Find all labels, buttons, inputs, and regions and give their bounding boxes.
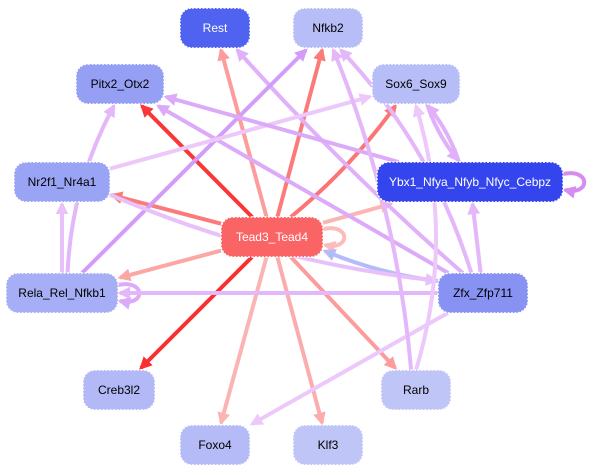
node-rarb[interactable]: Rarb xyxy=(380,369,452,411)
edge-zfx-zfp711-to-nfkb2 xyxy=(339,48,474,274)
node-label: Klf3 xyxy=(318,438,339,452)
node-klf3[interactable]: Klf3 xyxy=(292,424,364,466)
node-label: Ybx1_Nfya_Nfyb_Nfyc_Cebpz xyxy=(389,175,551,189)
node-box[interactable] xyxy=(292,424,364,466)
node-box[interactable] xyxy=(82,369,156,411)
node-box[interactable] xyxy=(5,272,119,314)
node-label: Nfkb2 xyxy=(312,21,344,35)
node-nfkb2[interactable]: Nfkb2 xyxy=(292,7,364,49)
node-box[interactable] xyxy=(371,63,461,105)
node-label: Pitx2_Otx2 xyxy=(91,77,150,91)
edge-ybx1-nfya-nfyb-nfyc-cebpz-to-ybx1-nfya-nfyb-nfyc-cebpz xyxy=(562,171,587,199)
node-box[interactable] xyxy=(179,7,251,49)
edge-ybx1-nfya-nfyb-nfyc-cebpz-to-pitx2-otx2 xyxy=(163,93,400,164)
edge-tead3-tead4-to-ybx1-nfya-nfyb-nfyc-cebpz xyxy=(322,200,394,225)
node-sox6-sox9[interactable]: Sox6_Sox9 xyxy=(371,63,461,105)
node-ybx1-nfya-nfyb-nfyc-cebpz[interactable]: Ybx1_Nfya_Nfyb_Nfyc_Cebpz xyxy=(376,161,564,203)
edge-ybx1-nfya-nfyb-nfyc-cebpz-to-sox6-sox9 xyxy=(426,104,461,163)
edge-rarb-to-nfkb2 xyxy=(331,47,414,371)
node-label: Zfx_Zfp711 xyxy=(453,286,513,300)
edge-zfx-zfp711-to-foxo4 xyxy=(249,311,449,426)
node-box[interactable] xyxy=(376,161,564,203)
node-label: Tead3_Tead4 xyxy=(236,230,308,244)
edge-tead3-tead4-to-klf3 xyxy=(275,256,326,426)
node-box[interactable] xyxy=(75,63,165,105)
node-box[interactable] xyxy=(13,161,111,203)
node-box[interactable] xyxy=(220,216,324,258)
edge-tead3-tead4-to-pitx2-otx2 xyxy=(140,104,254,219)
node-label: Nr2f1_Nr4a1 xyxy=(28,175,97,189)
node-pitx2-otx2[interactable]: Pitx2_Otx2 xyxy=(75,63,165,105)
node-box[interactable] xyxy=(437,272,529,314)
edge-zfx-zfp711-to-pitx2-otx2 xyxy=(155,104,450,275)
edge-tead3-tead4-to-creb3l2 xyxy=(139,255,254,370)
edge-tead3-tead4-to-nr2f1-nr4a1 xyxy=(109,191,222,226)
edge-zfx-zfp711-to-rest xyxy=(235,48,465,275)
edges-layer xyxy=(55,47,587,426)
node-rela-rel-nfkb1[interactable]: Rela_Rel_Nfkb1 xyxy=(5,272,119,314)
node-rest[interactable]: Rest xyxy=(179,7,251,49)
node-box[interactable] xyxy=(380,369,452,411)
node-nr2f1-nr4a1[interactable]: Nr2f1_Nr4a1 xyxy=(13,161,111,203)
edge-nr2f1-nr4a1-to-sox6-sox9 xyxy=(109,93,373,171)
edge-rarb-to-sox6-sox9 xyxy=(412,103,438,371)
node-label: Creb3l2 xyxy=(98,383,140,397)
edge-tead3-tead4-to-foxo4 xyxy=(217,256,269,426)
node-tead3-tead4[interactable]: Tead3_Tead4 xyxy=(220,216,324,258)
node-label: Rarb xyxy=(403,383,429,397)
node-label: Rela_Rel_Nfkb1 xyxy=(18,286,106,300)
node-creb3l2[interactable]: Creb3l2 xyxy=(82,369,156,411)
node-label: Foxo4 xyxy=(198,438,232,452)
node-zfx-zfp711[interactable]: Zfx_Zfp711 xyxy=(437,272,529,314)
node-box[interactable] xyxy=(292,7,364,49)
node-foxo4[interactable]: Foxo4 xyxy=(179,424,251,466)
node-label: Rest xyxy=(203,21,228,35)
edge-zfx-zfp711-to-ybx1-nfya-nfyb-nfyc-cebpz xyxy=(467,201,483,274)
edge-tead3-tead4-to-tead3-tead4 xyxy=(322,226,347,254)
node-box[interactable] xyxy=(179,424,251,466)
node-label: Sox6_Sox9 xyxy=(385,77,447,91)
edge-tead3-tead4-to-rela-rel-nfkb1 xyxy=(117,248,222,282)
edge-rela-rel-nfkb1-to-nfkb2 xyxy=(80,48,308,275)
edge-tead3-tead4-to-rarb xyxy=(289,255,398,370)
